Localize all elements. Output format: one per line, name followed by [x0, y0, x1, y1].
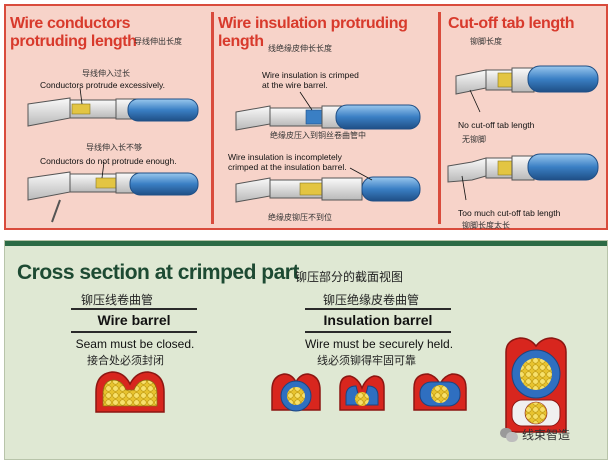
insulation-protrusion-title-cn: 线绝缘皮伸长长度	[268, 44, 332, 53]
incomplete-label-cn: 绝缘皮铆压不到位	[268, 213, 332, 222]
insulation-barrel-section-2	[339, 375, 385, 411]
terminal-illustrations	[27, 65, 599, 223]
divider-line	[71, 308, 197, 310]
combined-barrel-section	[505, 337, 567, 433]
insulation-barrel-heading: Insulation barrel	[323, 312, 433, 328]
insulation-barrel-section-3	[413, 373, 467, 411]
not-enough-caption: Conductors do not protrude enough.	[40, 156, 177, 166]
crimped-caption: Wire insulation is crimped at the wire b…	[262, 70, 359, 90]
insulation-barrel-section-1	[271, 373, 321, 412]
cross-section-title-cn: 铆压部分的截面视图	[295, 270, 404, 284]
insulation-barrel-caption-cn: 线必须铆得牢固可靠	[317, 354, 416, 367]
cutoff-tab-title-cn: 铆脚长度	[470, 37, 502, 46]
cutoff-tab-title: Cut-off tab length	[448, 15, 575, 32]
divider-line	[71, 331, 197, 333]
insulation-barrel-cn: 铆压绝缘皮卷曲管	[323, 293, 420, 307]
divider-line	[305, 331, 451, 333]
wire-barrel-caption: Seam must be closed.	[75, 337, 195, 351]
terminal-not-enough-drawing	[27, 161, 199, 223]
divider-line	[305, 308, 451, 310]
not-enough-label-cn: 导线伸入长不够	[86, 143, 142, 152]
excessive-label-cn: 导线伸入过长	[82, 69, 130, 78]
terminal-crimped-drawing	[235, 91, 421, 131]
panel-divider	[211, 12, 214, 224]
watermark-text: 线束智造	[522, 428, 571, 442]
insulation-barrel-caption: Wire must be securely held.	[304, 337, 454, 351]
terminal-no-tab-drawing	[455, 65, 599, 113]
cross-section-title: Cross section at crimped part	[17, 261, 299, 284]
too-much-caption: Too much cut-off tab length	[458, 208, 561, 218]
conductor-protrusion-title: Wire conductors protruding length	[10, 15, 137, 50]
terminal-too-much-drawing	[447, 153, 599, 201]
insulation-protrusion-title: Wire insulation protruding length	[218, 15, 408, 50]
too-much-label-cn: 铆脚长度太长	[462, 221, 510, 230]
wire-barrel-section	[95, 371, 165, 413]
conductor-protrusion-title-cn: 导线伸出长度	[134, 37, 182, 46]
no-tab-label-cn: 无铆脚	[462, 135, 486, 144]
watermark: 线束智造	[500, 426, 570, 443]
wire-barrel-cn: 铆压线卷曲管	[81, 293, 154, 307]
wire-barrel-caption-cn: 接合处必须封闭	[87, 354, 164, 367]
wechat-icon	[500, 427, 518, 442]
wire-barrel-heading: Wire barrel	[97, 312, 171, 328]
terminal-excessive-drawing	[27, 87, 199, 127]
crimped-label-cn: 绝缘皮压入到铜丝卷曲管中	[270, 131, 366, 140]
no-tab-caption: No cut-off tab length	[458, 120, 535, 130]
excessive-caption: Conductors protrude excessively.	[40, 80, 166, 90]
terminal-incomplete-drawing	[235, 167, 421, 203]
panel-divider	[438, 12, 441, 224]
incomplete-caption: Wire insulation is incompletely crimped …	[228, 152, 347, 172]
